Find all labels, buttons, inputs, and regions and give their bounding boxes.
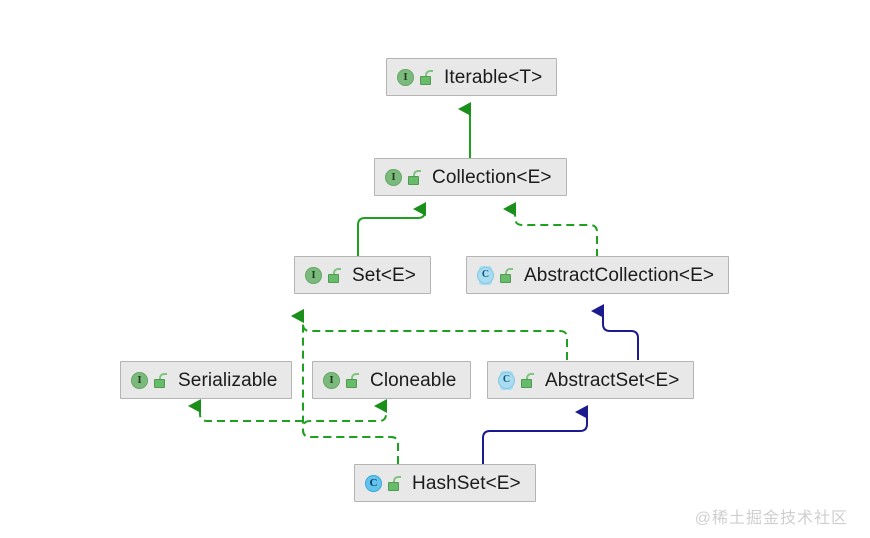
node-label: Cloneable (370, 369, 457, 391)
node-label: Set<E> (352, 264, 416, 286)
watermark: @稀土掘金技术社区 (694, 510, 848, 527)
public-unlock-icon (345, 372, 359, 388)
node-set[interactable]: Set<E> (294, 256, 431, 294)
node-icons (365, 474, 401, 492)
node-collection[interactable]: Collection<E> (374, 158, 567, 196)
node-label: Collection<E> (432, 166, 552, 188)
node-iterable[interactable]: Iterable<T> (386, 58, 558, 96)
node-cloneable[interactable]: Cloneable (312, 361, 472, 399)
interface-icon (323, 371, 340, 389)
node-icons (397, 68, 433, 86)
edge-set-extends-collection (357, 202, 426, 257)
interface-icon (397, 68, 414, 86)
edge-hashset-implements-serializable (188, 399, 303, 422)
node-icons (477, 265, 513, 285)
public-unlock-icon (499, 267, 513, 283)
node-serializable[interactable]: Serializable (120, 361, 293, 399)
public-unlock-icon (153, 372, 167, 388)
public-unlock-icon (387, 475, 401, 491)
node-icons (385, 168, 421, 186)
node-icons (131, 371, 167, 389)
interface-icon (131, 371, 148, 389)
node-icons (305, 266, 341, 284)
node-label: Serializable (178, 369, 278, 391)
node-hashset[interactable]: HashSet<E> (354, 464, 536, 502)
node-abstractcollection[interactable]: AbstractCollection<E> (466, 256, 730, 294)
node-label: AbstractCollection<E> (524, 264, 715, 286)
edge-hashset-implements-cloneable (302, 399, 399, 464)
interface-icon (305, 266, 322, 284)
public-unlock-icon (520, 372, 534, 388)
public-unlock-icon (327, 267, 341, 283)
node-icons (323, 371, 359, 389)
public-unlock-icon (419, 69, 433, 85)
node-abstractset[interactable]: AbstractSet<E> (487, 361, 695, 399)
interface-icon (385, 168, 402, 186)
public-unlock-icon (407, 169, 421, 185)
abstract-class-icon (477, 265, 494, 285)
abstract-class-icon (498, 370, 515, 390)
node-icons (498, 370, 534, 390)
node-label: AbstractSet<E> (545, 369, 680, 391)
class-icon (365, 474, 382, 492)
node-label: HashSet<E> (412, 472, 521, 494)
edge-hashset-extends-abstractset (482, 405, 588, 464)
node-label: Iterable<T> (444, 66, 543, 88)
edge-abstractset-extends-abstractcollection (591, 304, 639, 360)
edge-abstractcollection-implements-collection (503, 202, 598, 257)
edge-abstractset-implements-set (291, 309, 568, 360)
